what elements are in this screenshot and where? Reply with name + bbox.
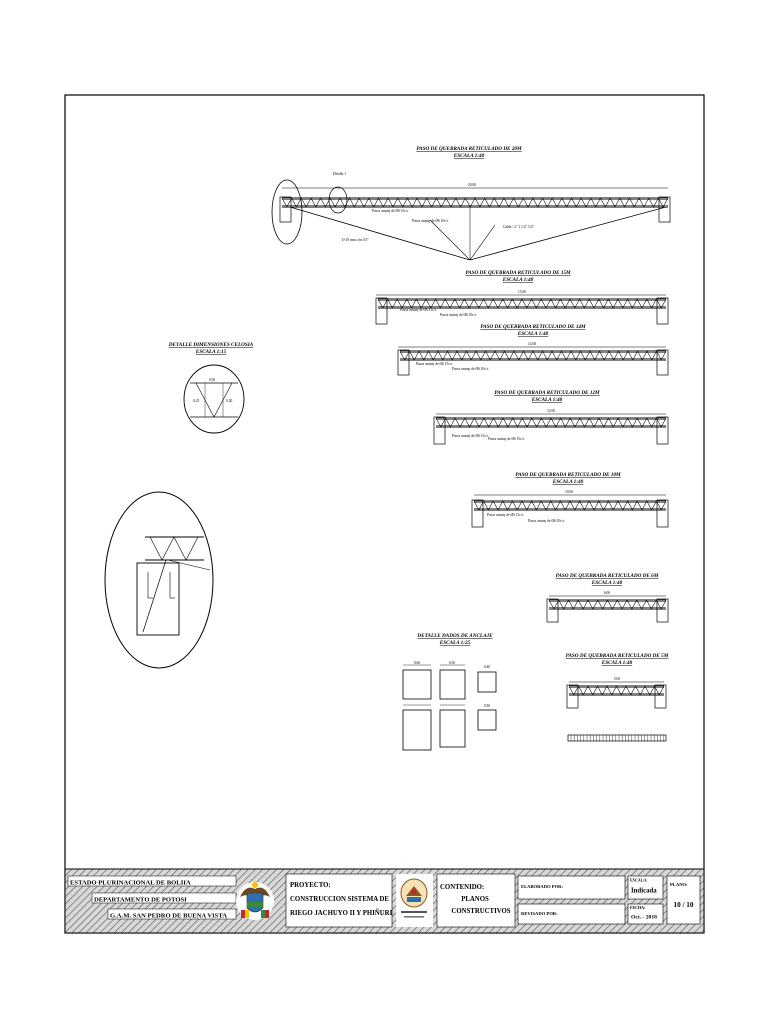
lattice-dim-top: 0.30 — [209, 378, 215, 382]
content-label: CONTENIDO: — [440, 884, 484, 891]
truss-12m-note-b: Pasos unionj de Ø6 10c/c — [488, 437, 525, 441]
prepared-by-label: ELABORADO POR: — [521, 884, 563, 889]
truss-12m-span-label: 12.00 — [547, 409, 555, 413]
truss-5m-plan-strip — [570, 735, 664, 741]
truss-12m-title: PASO DE QUEBRADA RETICULADO DE 12M — [494, 390, 600, 396]
truss-14m-title: PASO DE QUEBRADA RETICULADO DE 14M — [480, 324, 586, 330]
truss-12m-lattice — [433, 416, 669, 445]
anchor-detail-drawing: DETALLE DADOS DE ANCLAJE ESCALA 1:25 0.6… — [402, 633, 497, 751]
truss-5m-scale: ESCALA 1:40 — [601, 660, 633, 666]
org-line-3: G.A.M. SAN PEDRO DE BUENA VISTA — [110, 913, 227, 920]
org-line-2: DEPARTAMENTO DE POTOSI — [94, 897, 187, 904]
truss-10m-note-b: Pasos unionj de Ø6 10c/c — [528, 519, 565, 523]
truss-20m-cable-label: Cable / 2" 1 1/2" 1/4" — [503, 225, 535, 229]
anchor-detail-title: DETALLE DADOS DE ANCLAJE — [416, 633, 493, 639]
truss-10m-span-label: 10.00 — [565, 490, 573, 494]
truss-20m-note-b: Pasos unionj de Ø6 10c/c — [412, 219, 449, 223]
title-block: ESTADO PLURINACIONAL DE BOLIIA DEPARTAME… — [64, 868, 705, 934]
truss-15m-drawing: PASO DE QUEBRADA RETICULADO DE 15M ESCAL… — [375, 270, 669, 325]
lattice-detail-title: DETALLE DIMENSIONES CELOSIA — [168, 342, 254, 348]
truss-15m-scale: ESCALA 1:40 — [502, 277, 534, 283]
municipal-seal-icon — [396, 874, 433, 927]
sheet-label: PLANO: — [670, 882, 688, 887]
truss-5m-lattice — [566, 684, 667, 709]
lattice-detail-drawing: DETALLE DIMENSIONES CELOSIA ESCALA 1:15 … — [168, 342, 254, 434]
truss-12m-note-a: Pasos unionj de Ø6 15c/c — [452, 434, 489, 438]
content-line-2: CONSTRUCTIVOS — [451, 908, 510, 915]
lattice-detail-scale: ESCALA 1:15 — [195, 349, 227, 355]
anchor-dim-4: 0.30 — [484, 704, 490, 708]
truss-15m-note-b: Pasos unionj de Ø6 10c/c — [440, 313, 477, 317]
project-line-2: RIEGO JACHUYO II Y PHIÑURI — [290, 909, 393, 917]
truss-20m-span-label: 20.00 — [468, 183, 476, 187]
date-value: Oct. - 2018 — [631, 915, 657, 921]
anchor-dim-2: 0.50 — [449, 661, 455, 665]
truss-14m-note-a: Pasos unionj de Ø6 15c/c — [416, 362, 453, 366]
truss-5m-span-label: 5.00 — [614, 677, 620, 681]
truss-14m-span-label: 14.00 — [528, 342, 536, 346]
truss-20m-rod-label: Ø 10 mm c/m 0.5" — [342, 238, 369, 242]
truss-20m-drawing: PASO DE QUEBRADA RETICULADO DE 20M ESCAL… — [271, 146, 671, 261]
truss-10m-drawing: PASO DE QUEBRADA RETICULADO DE 10M ESCAL… — [471, 472, 669, 528]
truss-15m-lattice — [375, 297, 669, 325]
lattice-dim-diag: 0.20 — [226, 399, 232, 403]
truss-14m-scale: ESCALA 1:40 — [517, 331, 549, 337]
truss-6m-scale: ESCALA 1:40 — [591, 580, 623, 586]
truss-20m-note-a: Pasos unionj de Ø6 15c/c — [372, 209, 409, 213]
truss-5m-drawing: PASO DE QUEBRADA RETICULADO DE 5M ESCALA… — [566, 653, 669, 742]
truss-6m-lattice — [546, 598, 669, 623]
content-line-1: PLANOS — [461, 896, 489, 903]
truss-12m-drawing: PASO DE QUEBRADA RETICULADO DE 12M ESCAL… — [433, 390, 669, 445]
truss-12m-scale: ESCALA 1:40 — [531, 397, 563, 403]
anchor-dim-1: 0.60 — [414, 661, 420, 665]
truss-15m-title: PASO DE QUEBRADA RETICULADO DE 15M — [465, 270, 571, 276]
lattice-dim-side: 0.25 — [193, 399, 199, 403]
truss-10m-note-a: Pasos unionj de Ø6 15c/c — [487, 513, 524, 517]
project-label: PROYECTO: — [290, 882, 331, 889]
truss-5m-title: PASO DE QUEBRADA RETICULADO DE 5M — [566, 653, 669, 659]
project-line-1: CONSTRUCCION SISTEMA DE — [290, 896, 389, 903]
truss-14m-drawing: PASO DE QUEBRADA RETICULADO DE 14M ESCAL… — [397, 324, 669, 376]
sheet-border — [64, 94, 705, 934]
truss-10m-lattice — [471, 499, 669, 528]
scale-value: Indicada — [631, 888, 657, 895]
truss-14m-note-b: Pasos unionj de Ø6 10c/c — [452, 367, 489, 371]
truss-20m-detail-label: Detalle 1 — [333, 172, 346, 176]
truss-15m-note-a: Pasos unionj de Ø6 15c/c — [400, 308, 437, 312]
date-label: FECHA: — [630, 905, 645, 910]
truss-14m-lattice — [397, 349, 669, 376]
truss-10m-title: PASO DE QUEBRADA RETICULADO DE 10M — [515, 472, 621, 478]
truss-15m-span-label: 15.00 — [518, 290, 526, 294]
support-detail-drawing — [104, 491, 214, 669]
truss-10m-scale: ESCALA 1:40 — [552, 479, 584, 485]
truss-6m-span-label: 6.00 — [604, 591, 610, 595]
coat-of-arms-icon — [236, 882, 274, 920]
truss-6m-drawing: PASO DE QUEBRADA RETICULADO DE 6M ESCALA… — [546, 573, 669, 623]
truss-20m-title: PASO DE QUEBRADA RETICULADO DE 20M — [416, 146, 522, 152]
truss-20m-scale: ESCALA 1:40 — [453, 153, 485, 159]
anchor-detail-scale: ESCALA 1:25 — [439, 640, 471, 646]
org-line-1: ESTADO PLURINACIONAL DE BOLIIA — [70, 880, 191, 887]
anchor-dim-3: 0.40 — [484, 665, 490, 669]
reviewed-by-label: REVISADO POR: — [521, 911, 558, 916]
truss-6m-title: PASO DE QUEBRADA RETICULADO DE 6M — [556, 573, 659, 579]
truss-20m-lattice — [279, 196, 671, 223]
sheet-number: 10 / 10 — [674, 901, 694, 909]
scale-label: ESCALA: — [630, 878, 648, 883]
